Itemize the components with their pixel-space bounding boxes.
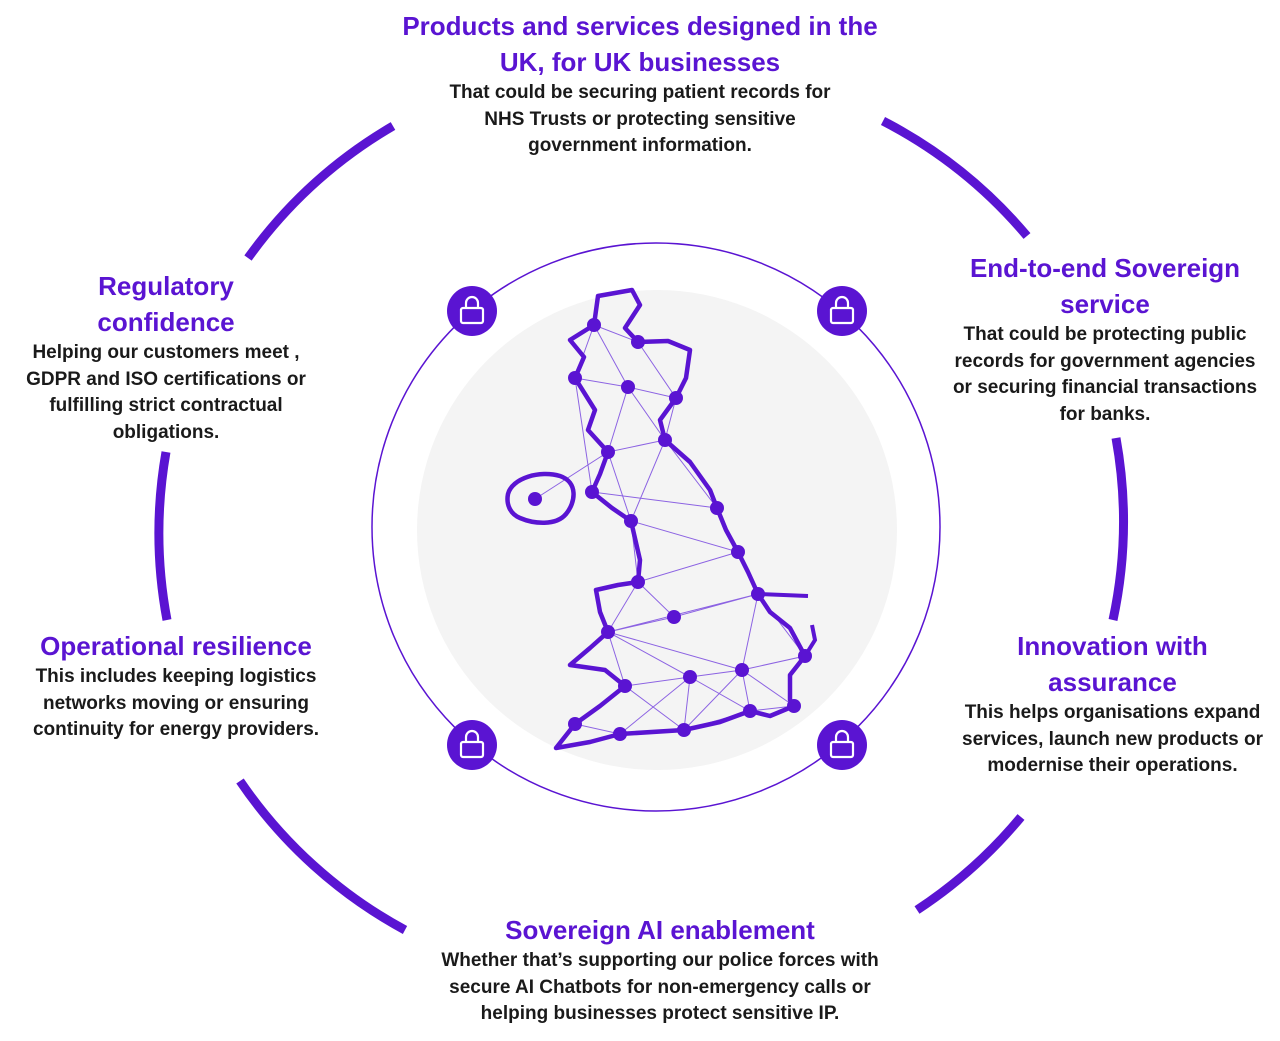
outer-ring-arc-top-left xyxy=(244,122,396,261)
map-node xyxy=(618,679,632,693)
block-title: Regulatory confidence xyxy=(97,271,235,337)
map-node xyxy=(798,649,812,663)
map-node xyxy=(601,625,615,639)
inner-ring xyxy=(371,242,941,812)
map-node xyxy=(568,717,582,731)
outer-ring-arc-right xyxy=(1108,437,1128,621)
block-title: Sovereign AI enablement xyxy=(505,915,815,945)
block-body: This helps organisations expand services… xyxy=(962,702,1263,776)
block-operational-resilience: Operational resilience This includes kee… xyxy=(15,628,337,744)
lock-icon xyxy=(817,720,867,770)
outer-ring-arc-top-right xyxy=(880,117,1031,239)
map-node xyxy=(585,485,599,499)
map-node xyxy=(677,723,691,737)
outer-ring-arc-bottom-left xyxy=(236,778,408,934)
map-node xyxy=(613,727,627,741)
block-title: Products and services designed in the UK… xyxy=(402,11,878,77)
outer-ring-arc-left xyxy=(154,451,172,621)
block-title: Operational resilience xyxy=(40,631,312,661)
block-innovation-assurance: Innovation with assurance This helps org… xyxy=(960,628,1265,780)
block-title: End-to-end Sovereign service xyxy=(969,253,1241,319)
map-node xyxy=(735,663,749,677)
map-node xyxy=(683,670,697,684)
map-node xyxy=(731,545,745,559)
block-body: This includes keeping logistics networks… xyxy=(32,666,320,740)
map-node xyxy=(710,501,724,515)
map-node xyxy=(787,699,801,713)
map-nodes xyxy=(528,318,812,741)
block-regulatory-confidence: Regulatory confidence Helping our custom… xyxy=(10,268,322,446)
map-node xyxy=(568,371,582,385)
map-node xyxy=(587,318,601,332)
map-node xyxy=(669,391,683,405)
map-node xyxy=(631,575,645,589)
thames-line xyxy=(757,592,809,598)
lock-icon xyxy=(817,286,867,336)
northern-ireland-outline xyxy=(505,471,576,525)
block-end-to-end-service: End-to-end Sovereign service That could … xyxy=(945,250,1265,428)
block-body: Whether that’s supporting our police for… xyxy=(441,950,879,1024)
lock-icon xyxy=(447,720,497,770)
map-node xyxy=(601,445,615,459)
map-node xyxy=(621,380,635,394)
outer-ring-arc-bottom-right xyxy=(914,814,1025,914)
uk-map xyxy=(505,287,818,751)
block-products-services: Products and services designed in the UK… xyxy=(380,8,900,160)
outer-ring xyxy=(154,117,1128,934)
block-title: Innovation with assurance xyxy=(1017,631,1208,697)
block-body: That could be securing patient records f… xyxy=(449,82,831,156)
map-node xyxy=(743,704,757,718)
block-body: Helping our customers meet , GDPR and IS… xyxy=(26,342,306,443)
map-node xyxy=(667,610,681,624)
map-node xyxy=(624,514,638,528)
lock-icon xyxy=(447,286,497,336)
map-node xyxy=(751,587,765,601)
map-node xyxy=(631,335,645,349)
map-node xyxy=(658,433,672,447)
block-body: That could be protecting public records … xyxy=(952,324,1258,425)
inner-disc xyxy=(417,290,897,770)
map-node xyxy=(528,492,542,506)
block-sovereign-ai: Sovereign AI enablement Whether that’s s… xyxy=(400,912,920,1028)
